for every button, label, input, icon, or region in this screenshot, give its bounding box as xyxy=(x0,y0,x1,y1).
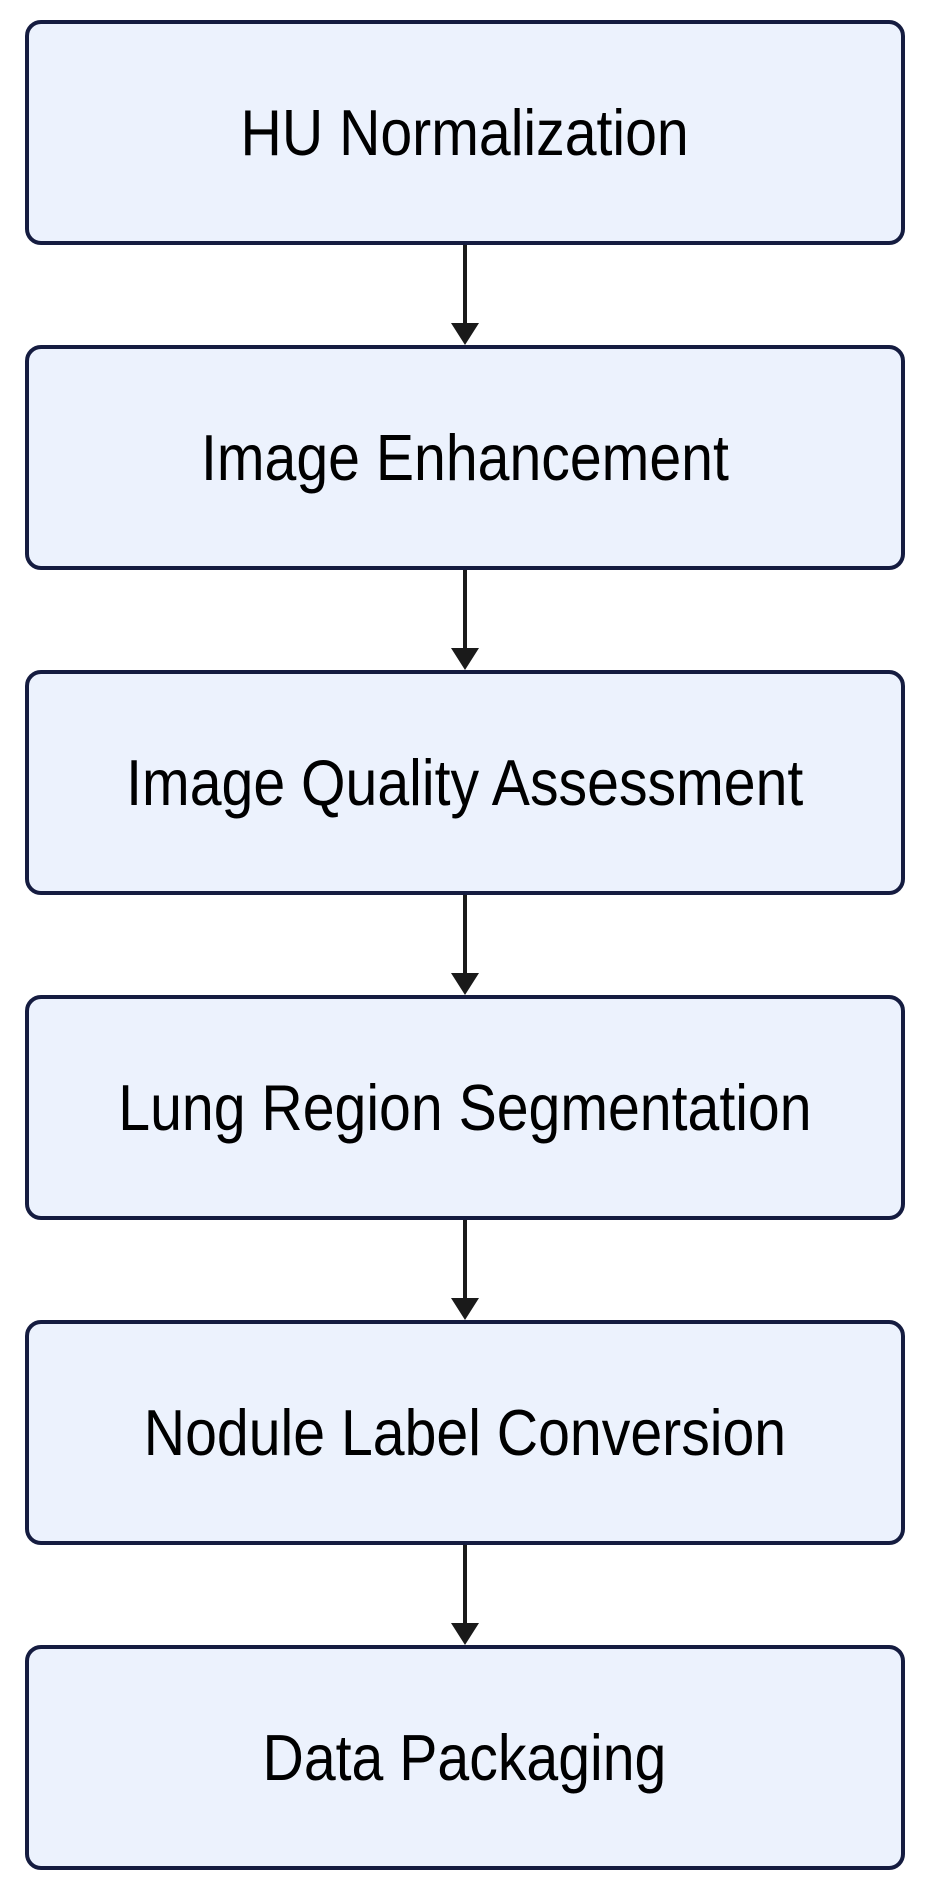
arrow-line xyxy=(462,1220,467,1298)
node-label-image-quality-assessment: Image Quality Assessment xyxy=(125,746,804,819)
flow-node-hu-normalization: HU Normalization xyxy=(24,20,905,245)
node-label-lung-region-segmentation: Lung Region Segmentation xyxy=(117,1071,812,1144)
arrow-line xyxy=(462,570,467,648)
node-label-data-packaging: Data Packaging xyxy=(262,1721,667,1794)
node-label-hu-normalization: HU Normalization xyxy=(240,96,689,169)
flow-node-nodule-label-conversion: Nodule Label Conversion xyxy=(24,1320,905,1545)
arrow-line xyxy=(462,1545,467,1623)
flow-node-lung-region-segmentation: Lung Region Segmentation xyxy=(24,995,905,1220)
flow-connector-1 xyxy=(445,245,485,345)
node-label-image-enhancement: Image Enhancement xyxy=(200,421,729,494)
flow-connector-4 xyxy=(445,1220,485,1320)
flow-node-image-enhancement: Image Enhancement xyxy=(24,345,905,570)
flow-node-data-packaging: Data Packaging xyxy=(24,1645,905,1870)
arrow-line xyxy=(462,895,467,973)
arrowhead-down-icon xyxy=(450,973,479,995)
arrowhead-down-icon xyxy=(450,648,479,670)
arrowhead-down-icon xyxy=(450,1298,479,1320)
flow-node-image-quality-assessment: Image Quality Assessment xyxy=(24,670,905,895)
flow-connector-5 xyxy=(445,1545,485,1645)
flow-connector-2 xyxy=(445,570,485,670)
flow-connector-3 xyxy=(445,895,485,995)
node-label-nodule-label-conversion: Nodule Label Conversion xyxy=(143,1396,786,1469)
arrowhead-down-icon xyxy=(450,323,479,345)
arrowhead-down-icon xyxy=(450,1623,479,1645)
arrow-line xyxy=(462,245,467,323)
